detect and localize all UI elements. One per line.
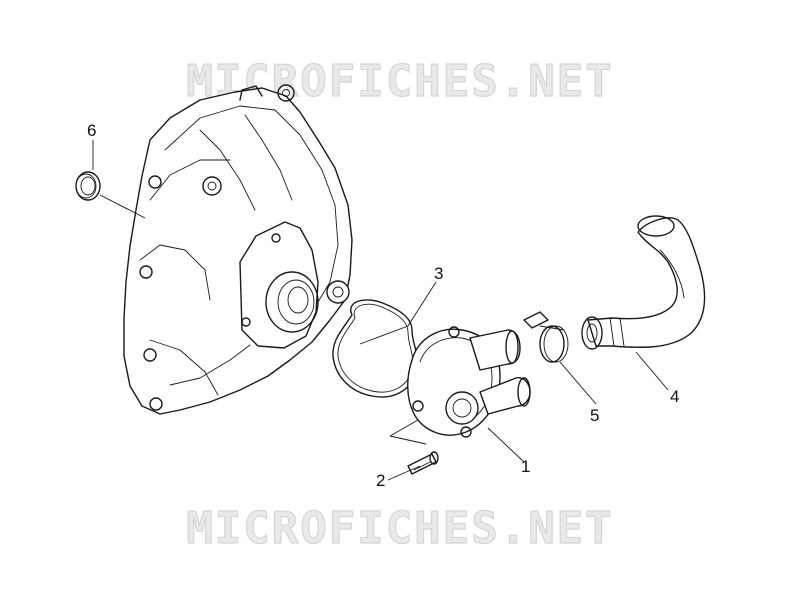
part-2-bolt (407, 451, 439, 475)
part-3-gasket (332, 299, 418, 398)
watermark-bottom: MICROFICHES.NET (186, 502, 614, 554)
callout-3: 3 (434, 264, 444, 283)
callout-6: 6 (87, 121, 97, 140)
leader-lines (92, 140, 669, 481)
callout-1: 1 (521, 457, 531, 476)
part-6-seal-ring (75, 171, 101, 201)
part-4-coolant-hose (581, 215, 706, 350)
part-5-hose-clamp (523, 311, 569, 363)
part-1-water-pump (407, 326, 531, 438)
callout-5: 5 (590, 406, 600, 425)
callout-2: 2 (376, 471, 386, 490)
callout-4: 4 (670, 387, 680, 406)
engine-cover (123, 84, 353, 415)
